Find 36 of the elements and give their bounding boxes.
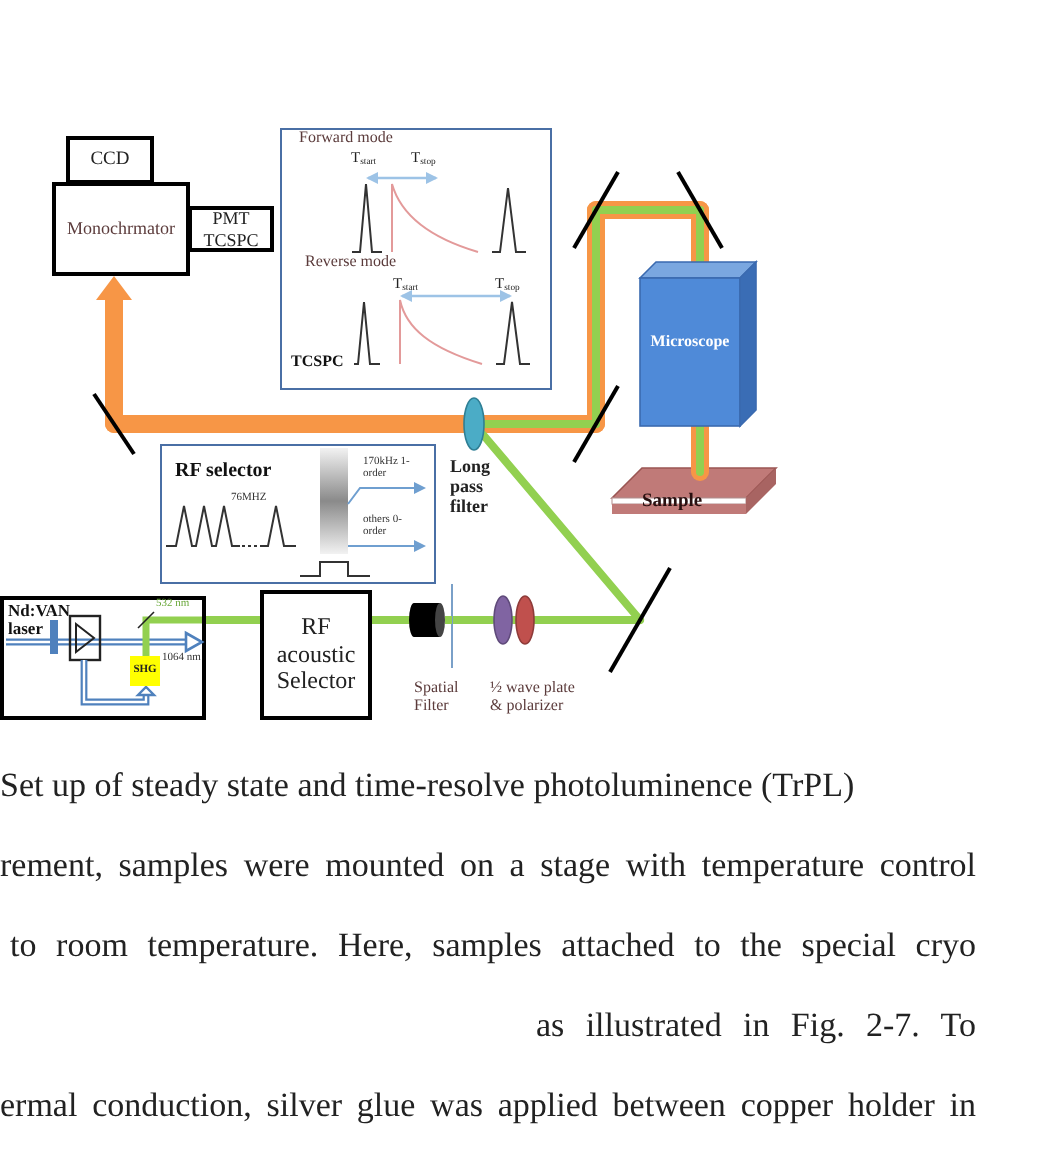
monochromator-box: Monochrmator: [52, 182, 190, 276]
body-text-line: to room temperature. Here, samples attached to the special cryo: [10, 926, 976, 966]
mode-label: Reverse mode: [305, 253, 397, 271]
beam-arrow: [96, 276, 132, 433]
body-text-line: as illustrated in Fig. 2-7. To: [536, 1006, 976, 1046]
mirror: [572, 384, 620, 464]
light-beam: [202, 616, 264, 624]
laser-box: [0, 596, 206, 720]
spatial-filter: [408, 584, 456, 668]
light-beam: [448, 616, 496, 624]
mode-label: Forward mode: [299, 129, 393, 147]
panel-title: TCSPC: [291, 353, 344, 371]
light-beam: [696, 422, 704, 476]
microscope-label: Microscope: [648, 334, 732, 352]
component-label: Spatial Filter: [414, 680, 461, 716]
lens: [462, 396, 486, 452]
body-text-line: rement, samples were mounted on a stage with temperature control: [0, 846, 976, 886]
tcspc-panel: [280, 128, 552, 390]
mirror: [608, 566, 672, 674]
modulator-box: RF acoustic Selector: [260, 590, 372, 720]
mirror: [676, 170, 724, 250]
light-beam: [696, 206, 704, 266]
detector-box: PMT TCSPC: [188, 206, 274, 252]
panel-title: RF selector: [175, 459, 272, 482]
laser-label: Nd:VAN laser: [8, 601, 73, 640]
light-beam: [368, 616, 414, 624]
sample-label: Sample: [642, 491, 703, 513]
figure-caption: Set up of steady state and time-resolve photoluminence (TrPL): [0, 766, 855, 806]
mirror: [92, 392, 136, 456]
mirror: [572, 170, 620, 250]
body-text-line: ermal conduction, silver glue was applied between copper holder in: [0, 1086, 976, 1126]
wave-plates: [491, 594, 535, 646]
ccd-box: CCD: [66, 136, 154, 184]
light-beam: [479, 430, 644, 624]
component-label: ½ wave plate & polarizer: [490, 680, 577, 716]
component-label: Long pass filter: [450, 456, 493, 517]
